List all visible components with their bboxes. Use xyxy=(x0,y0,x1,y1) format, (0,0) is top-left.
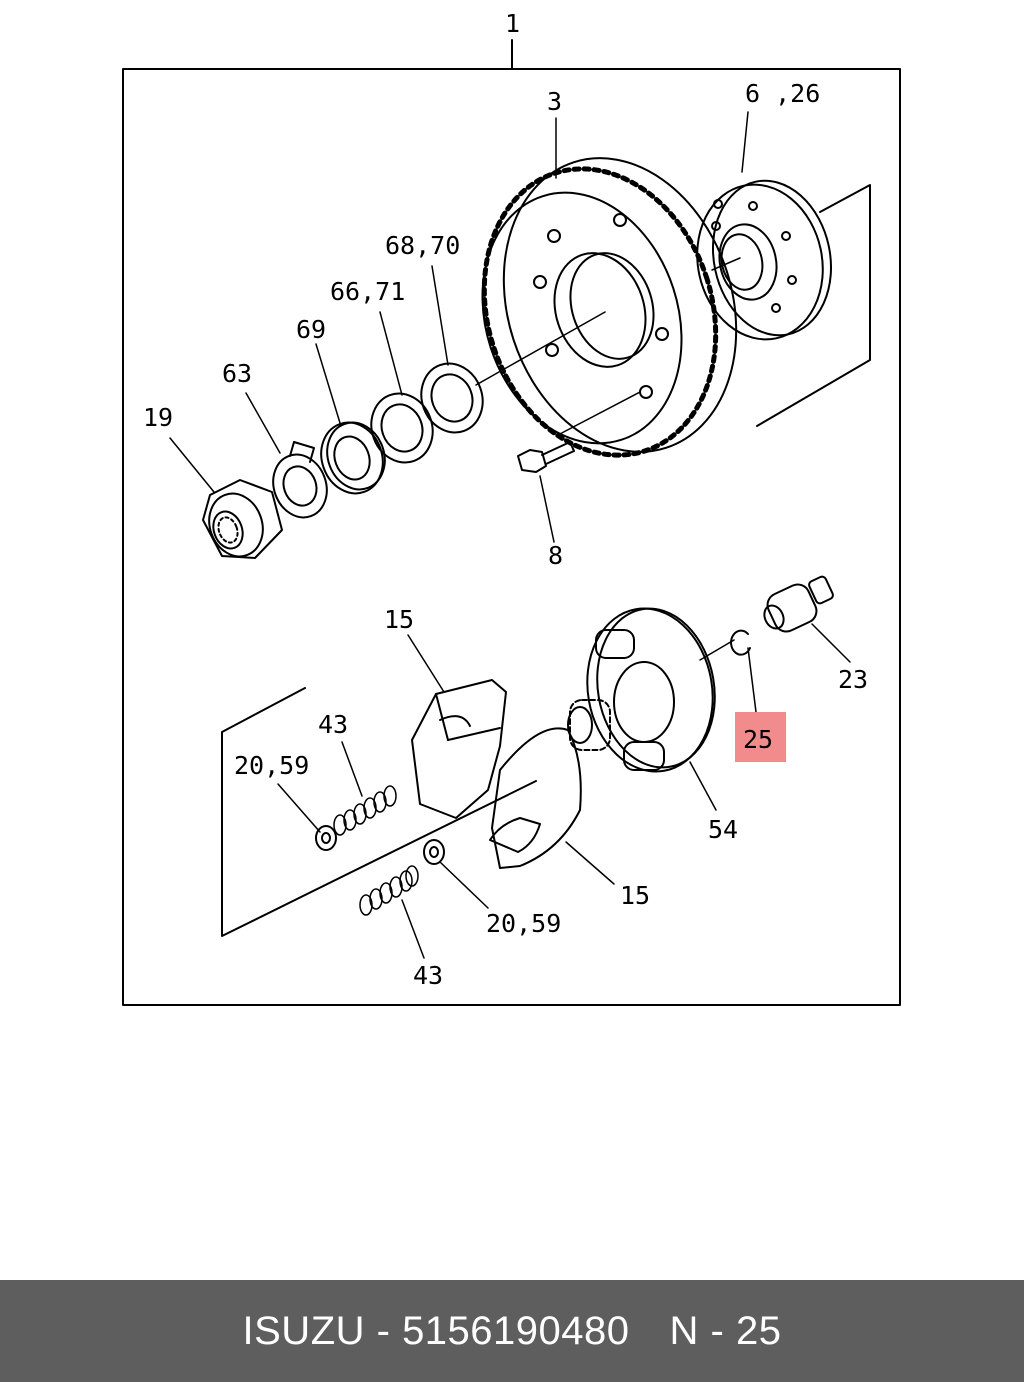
thrust-washer-66-71 xyxy=(370,392,434,464)
governor-spring-top xyxy=(333,785,397,836)
governor-hub-54 xyxy=(567,607,735,773)
timing-gear xyxy=(475,157,738,458)
label-washer-68-70: 68,70 xyxy=(385,231,460,260)
label-washer-66-71: 66,71 xyxy=(330,277,405,306)
label-spring-top: 43 xyxy=(318,710,348,739)
diagram-reference: N - 25 xyxy=(669,1308,782,1353)
label-weight-bottom: 15 xyxy=(620,881,650,910)
label-pin: 23 xyxy=(838,665,868,694)
highlight-box xyxy=(735,712,786,762)
spring-seat-washer-left xyxy=(315,825,337,851)
label-hub: 54 xyxy=(708,815,738,844)
label-flange: 6 ,26 xyxy=(745,79,820,108)
pin-23 xyxy=(763,575,834,633)
label-snap-ring: 25 xyxy=(743,725,773,754)
gear-nut-19 xyxy=(202,479,283,559)
exploded-parts-diagram: 1 3 6 ,26 68,70 66,71 69 63 19 8 15 43 2… xyxy=(122,9,901,1006)
label-washer-bottom: 20,59 xyxy=(486,909,561,938)
thrust-washer-68-70 xyxy=(420,362,484,434)
label-nut: 19 xyxy=(143,403,173,432)
spacer-ring-69 xyxy=(320,421,386,495)
governor-weight-top xyxy=(411,679,507,819)
snap-ring-25 xyxy=(730,629,751,656)
diagram-frame xyxy=(122,68,901,1006)
governor-spring-bottom xyxy=(359,865,419,916)
label-lock-washer: 63 xyxy=(222,359,252,388)
lock-washer-63 xyxy=(272,441,328,519)
label-gear: 3 xyxy=(547,87,562,116)
label-washer-left: 20,59 xyxy=(234,751,309,780)
gear-bolt-8 xyxy=(517,391,641,473)
part-info-footer: ISUZU - 5156190480 N - 25 xyxy=(0,1280,1024,1382)
label-ring-69: 69 xyxy=(296,315,326,344)
brand-part-number: ISUZU - 5156190480 xyxy=(242,1308,630,1353)
gear-flange xyxy=(696,179,871,427)
spring-seat-washer-bottom xyxy=(423,839,445,865)
label-weight-top: 15 xyxy=(384,605,414,634)
label-bolt: 8 xyxy=(548,541,563,570)
governor-weight-bottom xyxy=(489,727,582,869)
label-assembly: 1 xyxy=(505,9,520,38)
label-spring-bottom: 43 xyxy=(413,961,443,990)
